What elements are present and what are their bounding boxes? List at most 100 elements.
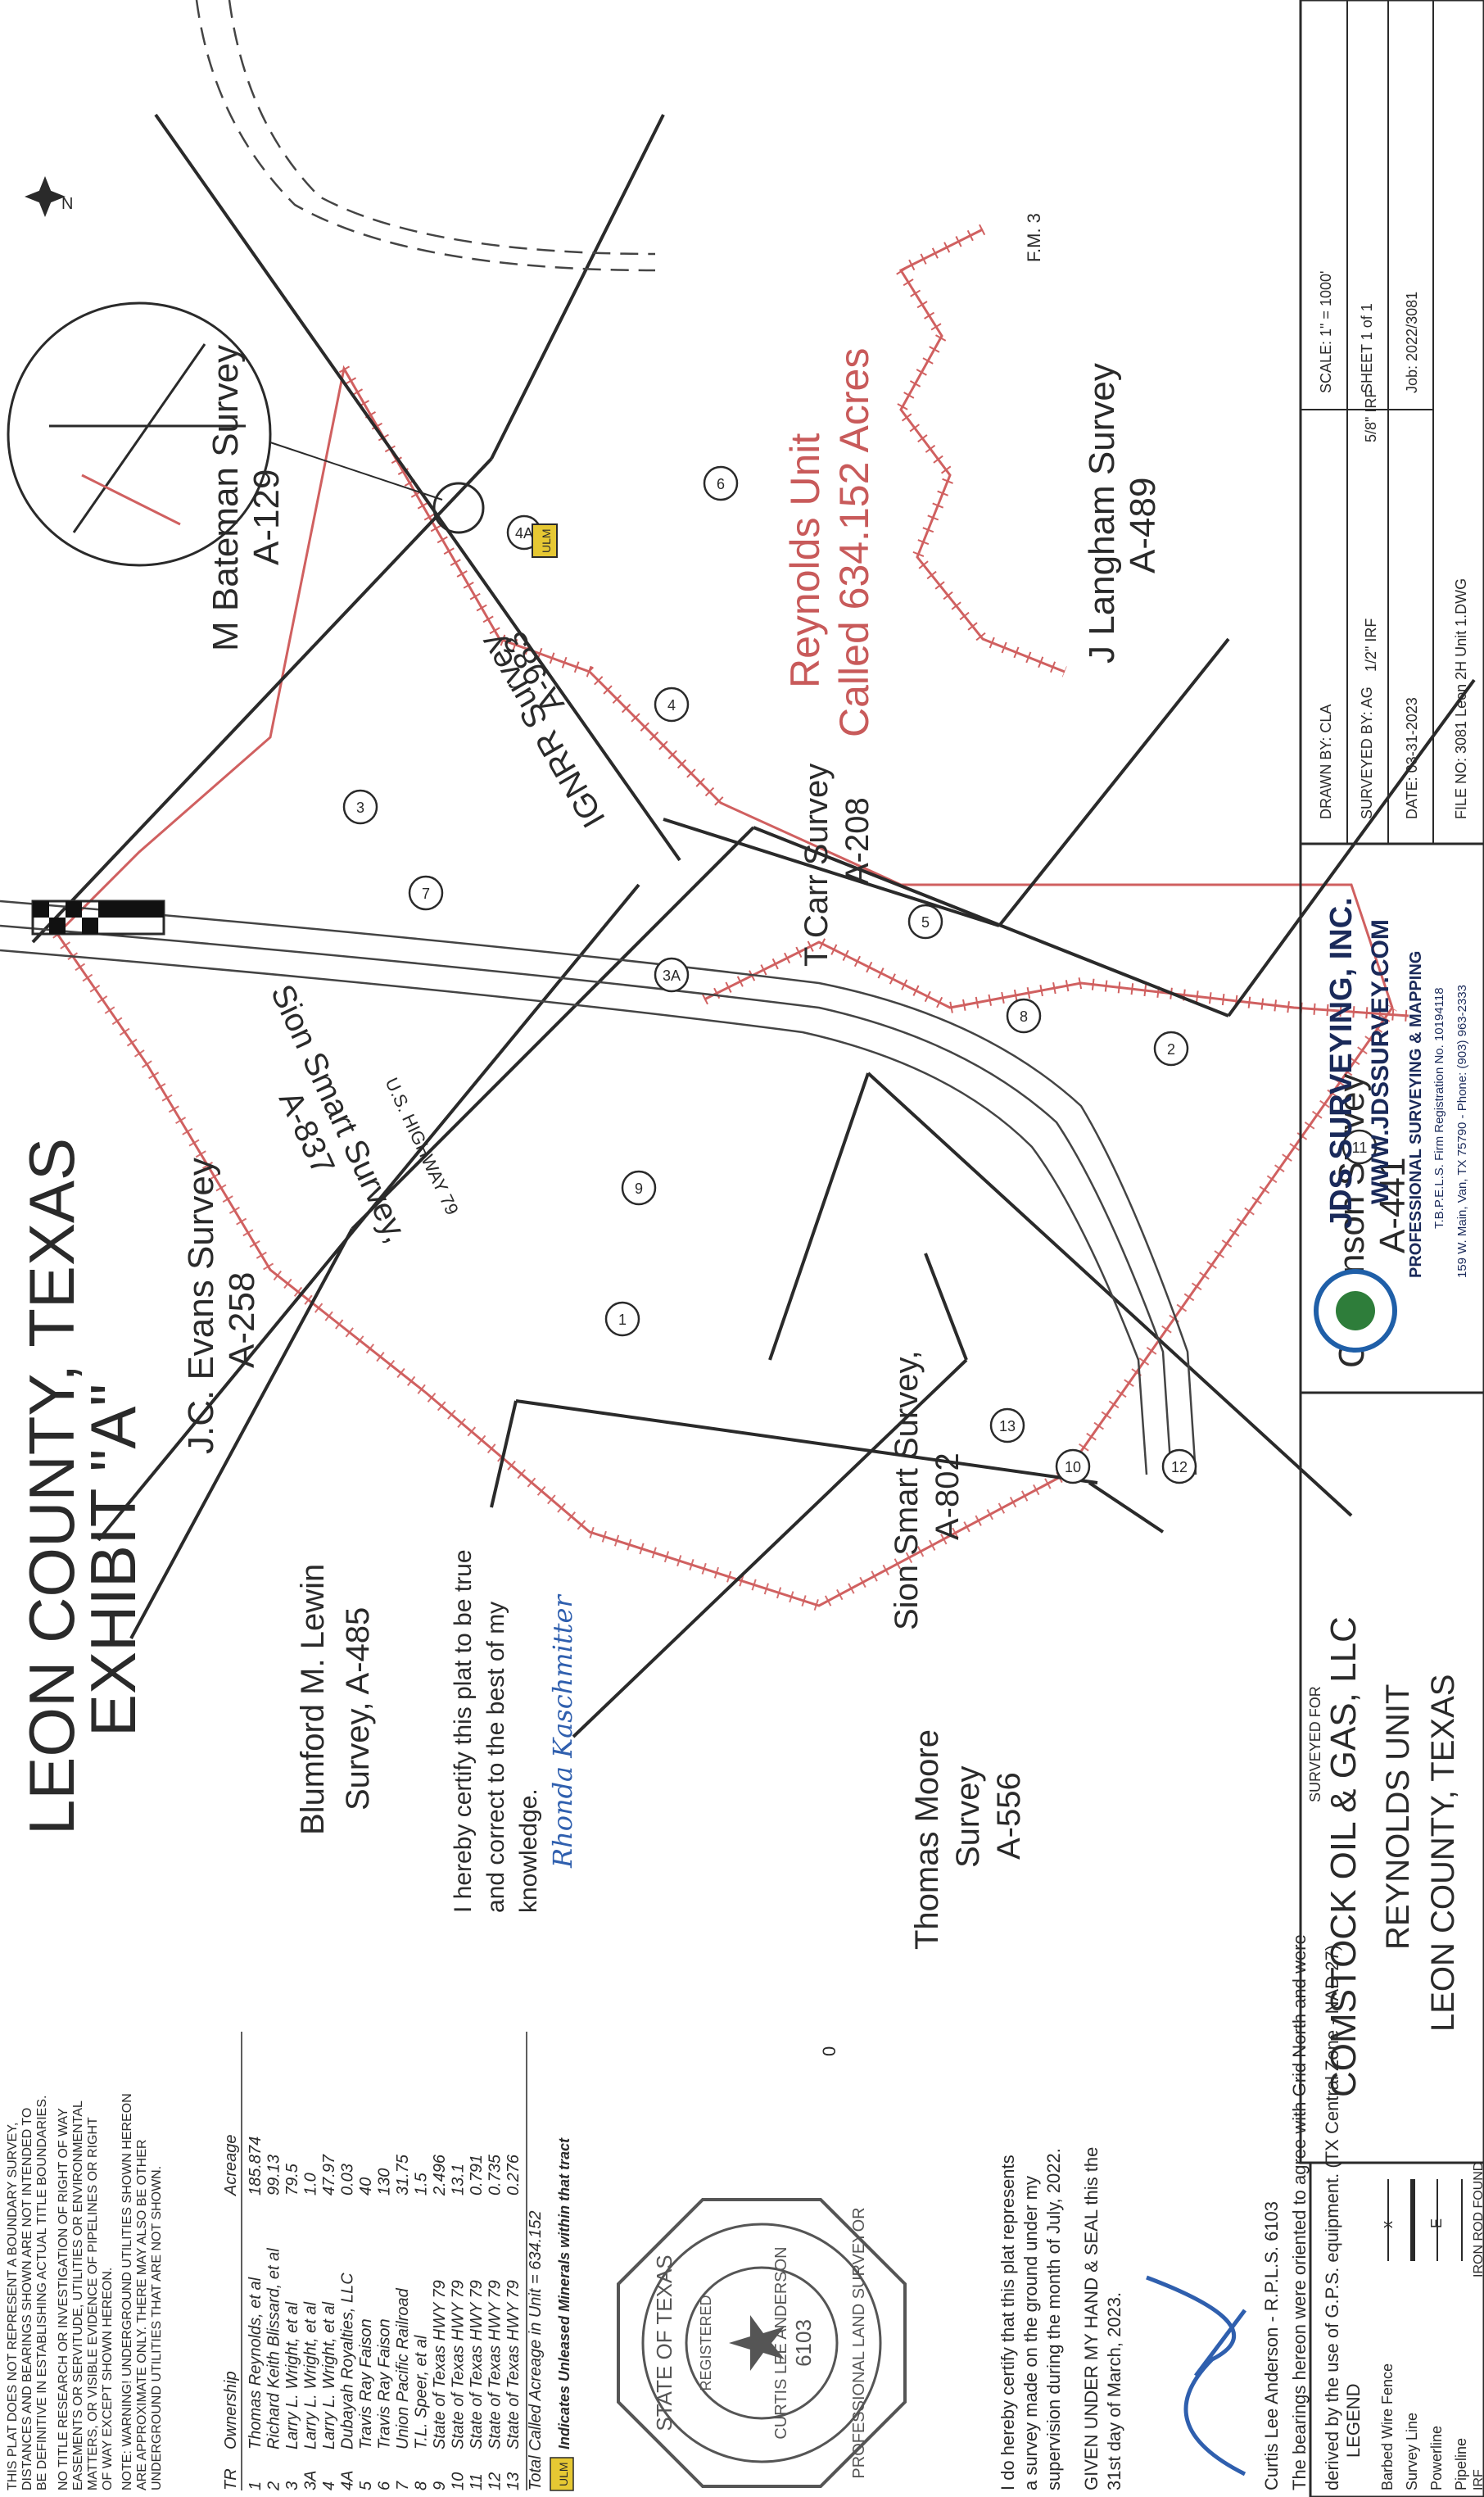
notes-block: THIS PLAT DOES NOT REPRESENT A BOUNDARY … bbox=[6, 2093, 164, 2490]
tract-11: 11 bbox=[1352, 1140, 1368, 1156]
highway-79 bbox=[0, 900, 1197, 1475]
note-6: MATTERS, OR VISIBLE EVIDENCE OF PIPELINE… bbox=[86, 2117, 100, 2490]
given-2: 31st day of March, 2023. bbox=[1104, 2292, 1124, 2490]
moore-label-2: Survey bbox=[950, 1766, 986, 1869]
table-cell-tr: 2 bbox=[265, 2481, 283, 2491]
table-cell-tr: 4A bbox=[339, 2471, 357, 2490]
table-cell-acreage: 1.0 bbox=[302, 2173, 320, 2196]
table-cell-tr: 10 bbox=[450, 2472, 468, 2490]
sion802-label-2: A-802 bbox=[930, 1452, 966, 1540]
ulm-note: Indicates Unleased Minerals within that … bbox=[556, 2137, 572, 2449]
scale-text: SCALE: 1" = 1000' bbox=[1318, 271, 1334, 393]
table-cell-owner: Larry L. Wright, et al bbox=[283, 2301, 301, 2449]
table-cell-acreage: 130 bbox=[376, 2168, 394, 2196]
drawn-by: DRAWN BY: CLA bbox=[1318, 705, 1334, 819]
scale-bar bbox=[31, 900, 165, 936]
evans-label-2: A-258 bbox=[222, 1272, 262, 1368]
legend-title: LEGEND bbox=[1343, 2384, 1364, 2458]
unit-label-2: Called 634.152 Acres bbox=[831, 348, 877, 737]
title-block: DRAWN BY: CLA SCALE: 1" = 1000' SURVEYED… bbox=[1299, 0, 1484, 845]
note-2: DISTANCES AND BEARINGS SHOWN ARE NOT INT… bbox=[20, 2108, 34, 2490]
tract-12: 12 bbox=[1171, 1459, 1188, 1475]
table-cell-owner: Travis Ray Faison bbox=[376, 2318, 394, 2449]
note-5: EASEMENTS OR SERVITUDE, UTILITIES OR ENV… bbox=[71, 2100, 85, 2490]
firm-line1: PROFESSIONAL SURVEYING & MAPPING bbox=[1407, 951, 1425, 1278]
note-10: UNDERGROUND UTILITIES THAT ARE NOT SHOWN… bbox=[150, 2166, 164, 2490]
table-cell-tr: 13 bbox=[504, 2472, 523, 2490]
seal-number: 6103 bbox=[791, 2319, 816, 2367]
ownership-table: TR Ownership Acreage bbox=[222, 2032, 242, 2490]
client-company: COMSTOCK OIL & GAS, LLC bbox=[1323, 1616, 1364, 2097]
svg-text:x: x bbox=[1379, 2221, 1396, 2228]
table-cell-owner: State of Texas HWY 79 bbox=[450, 2280, 468, 2449]
table-cell-tr: 3A bbox=[302, 2471, 320, 2490]
table-cell-owner: State of Texas HWY 79 bbox=[468, 2280, 486, 2449]
north-label: N bbox=[61, 195, 73, 213]
tract-3: 3 bbox=[356, 800, 364, 816]
irf-label-b: 5/8" IRF bbox=[1363, 389, 1379, 442]
note-1: THIS PLAT DOES NOT REPRESENT A BOUNDARY … bbox=[6, 2123, 20, 2490]
table-cell-tr: 6 bbox=[376, 2481, 394, 2490]
firm-box: JDS SURVEYING, INC. WWW.JDSSURVEY.COM PR… bbox=[1299, 842, 1484, 1394]
bearings-2: derived by the use of G.P.S. equipment. … bbox=[1322, 1945, 1342, 2490]
carr-label-2: A-208 bbox=[839, 797, 875, 885]
table-cell-tr: 12 bbox=[486, 2472, 504, 2490]
table-cell-owner: Thomas Reynolds, et al bbox=[247, 2277, 265, 2449]
seal-star-icon bbox=[729, 2315, 785, 2371]
johnson-label-2: A-441 bbox=[1373, 1158, 1413, 1253]
ownership-total: Total Called Acreage in Unit = 634.152 U… bbox=[526, 2032, 574, 2491]
table-cell-owner: Richard Keith Blissard, et al bbox=[265, 2248, 283, 2449]
table-cell-acreage: 0.03 bbox=[339, 2164, 357, 2196]
moore-label-1: Thomas Moore bbox=[909, 1729, 945, 1950]
tract-4a: 4A bbox=[515, 525, 533, 542]
legend-power: Powerline bbox=[1428, 2426, 1445, 2490]
fm-3-road bbox=[195, 0, 656, 272]
tract-9: 9 bbox=[635, 1181, 643, 1197]
detail-circle-4a bbox=[7, 301, 485, 567]
firm-line3: 159 W. Main, Van, TX 75790 - Phone: (903… bbox=[1455, 985, 1469, 1278]
unit-name: REYNOLDS UNIT bbox=[1380, 1684, 1416, 1951]
table-cell-acreage: 31.75 bbox=[394, 2154, 412, 2196]
legend-fence: Barbed Wire Fence bbox=[1379, 2363, 1396, 2490]
legend-box: LEGEND Barbed Wire Fence Survey Line Pow… bbox=[1309, 2161, 1484, 2497]
unit-label-1: Reynolds Unit bbox=[782, 433, 828, 688]
note-9: ARE APPROXIMATE ONLY. THERE MAY ALSO BE … bbox=[135, 2139, 149, 2490]
ulm-badge-legend: ULM bbox=[557, 2462, 570, 2486]
lewin-label-2: Survey, A-485 bbox=[340, 1607, 376, 1810]
table-cell-acreage: 2.496 bbox=[431, 2154, 449, 2196]
total-acreage: Total Called Acreage in Unit = 634.152 bbox=[527, 2210, 545, 2490]
table-cell-owner: Dubayah Royalties, LLC bbox=[339, 2273, 357, 2449]
table-cell-acreage: 40 bbox=[357, 2178, 375, 2196]
cert-line-2: and correct to the best of my bbox=[482, 1602, 509, 1913]
fm-label: F.M. 3 bbox=[1024, 213, 1044, 262]
legend-irf: IRF bbox=[1472, 2469, 1484, 2490]
table-cell-acreage: 0.791 bbox=[468, 2155, 486, 2196]
surveyor-line: Curtis Lee Anderson - R.P.L.S. 6103 bbox=[1261, 2201, 1282, 2490]
surveyor-signature bbox=[1146, 2275, 1246, 2477]
tract-4: 4 bbox=[667, 697, 676, 714]
evans-label-1: J.C. Evans Survey bbox=[181, 1158, 221, 1454]
survey-certification: I do hereby certify that this plat repre… bbox=[998, 1934, 1342, 2490]
tract-7: 7 bbox=[422, 886, 430, 902]
table-cell-tr: 9 bbox=[431, 2481, 449, 2490]
seal-top: STATE OF TEXAS bbox=[652, 2255, 676, 2431]
table-cell-owner: Travis Ray Faison bbox=[357, 2318, 375, 2449]
tract-10: 10 bbox=[1065, 1459, 1081, 1475]
surveyed-for-caption: SURVEYED FOR bbox=[1307, 1686, 1323, 1802]
table-cell-acreage: 13.1 bbox=[450, 2164, 468, 2196]
bateman-label-1: M Bateman Survey bbox=[206, 345, 246, 651]
tract-5: 5 bbox=[921, 914, 930, 931]
survey-cert-1: I do hereby certify that this plat repre… bbox=[998, 2155, 1018, 2490]
tract-2: 2 bbox=[1167, 1041, 1175, 1058]
table-cell-acreage: 99.13 bbox=[265, 2155, 283, 2196]
tract-circle-labels: 1 2 3 4 4A 5 6 7 8 9 10 11 12 13 3A bbox=[356, 476, 1367, 1475]
irf-label-a: 1/2" IRF bbox=[1363, 619, 1379, 672]
seal-name: CURTIS LEE ANDERSON bbox=[772, 2246, 790, 2439]
table-cell-owner: State of Texas HWY 79 bbox=[431, 2280, 449, 2449]
svg-text:IRON ROD FOUND: IRON ROD FOUND bbox=[1472, 2162, 1484, 2277]
carr-label-1: T Carr Survey bbox=[799, 764, 835, 967]
tract-3a: 3A bbox=[663, 968, 681, 984]
th-ownership: Ownership bbox=[222, 2371, 240, 2449]
seal-bottom: PROFESSIONAL LAND SURVEYOR bbox=[850, 2207, 868, 2478]
table-cell-tr: 8 bbox=[413, 2481, 431, 2490]
